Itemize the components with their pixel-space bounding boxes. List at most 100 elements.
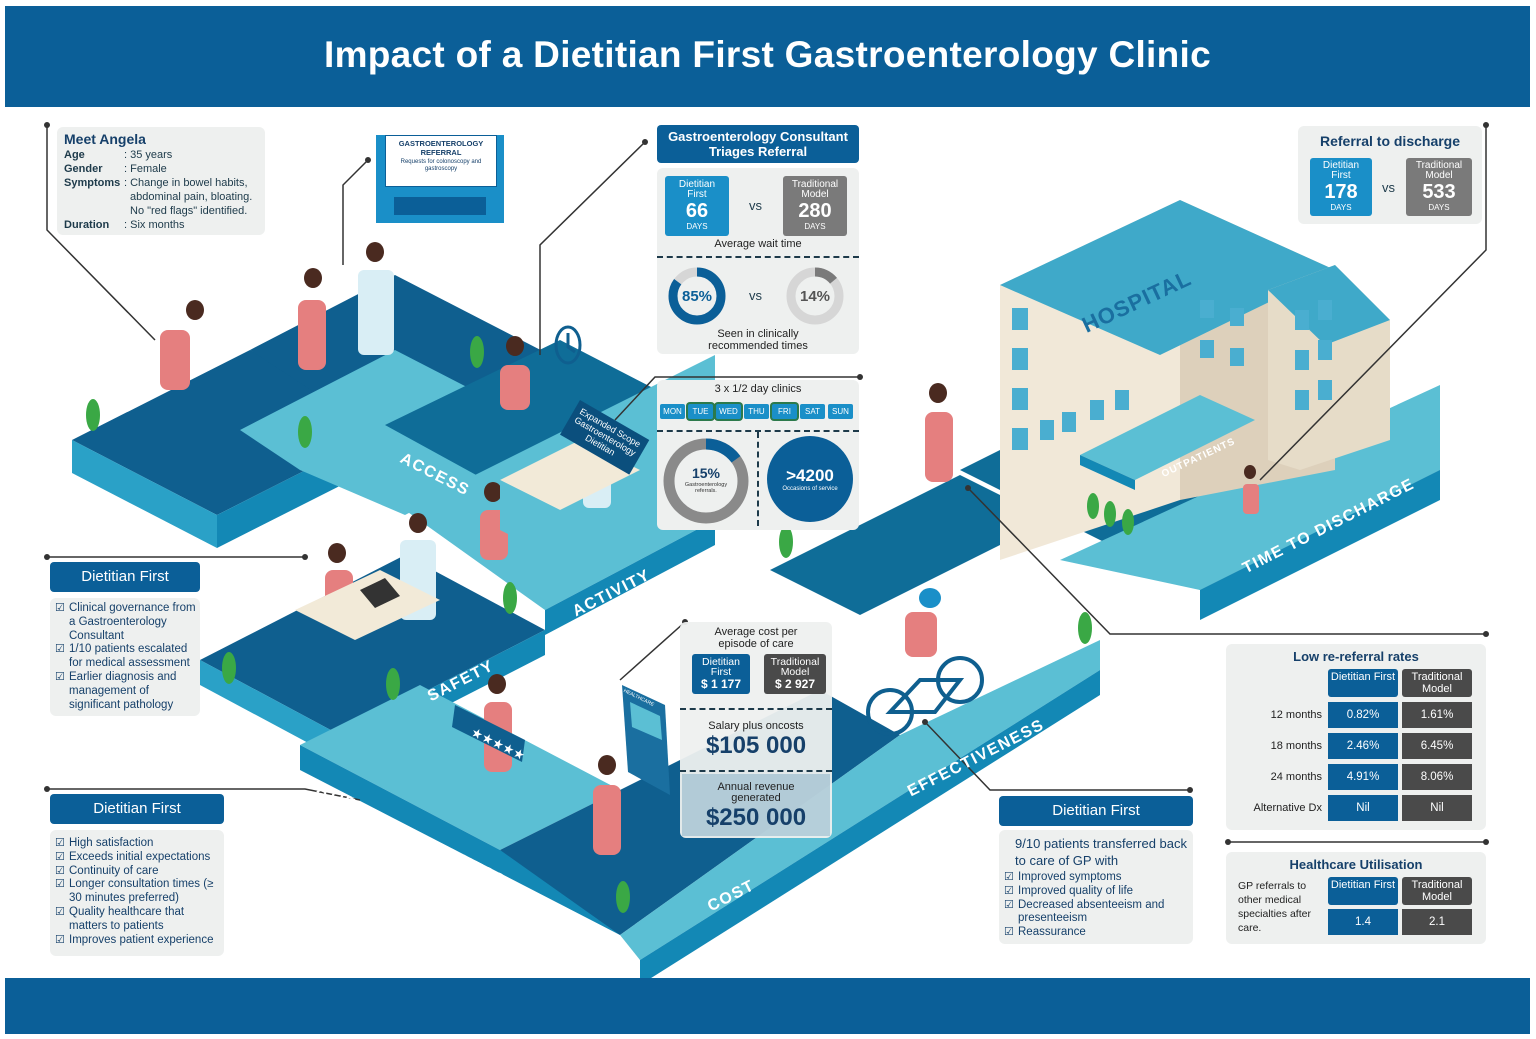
road-segment-effectiveness (620, 640, 1100, 960)
safety-card: Clinical governance from a Gastroenterol… (50, 598, 200, 716)
checklist-item: Longer consultation times (≥ 30 minutes … (55, 878, 223, 906)
utilisation-heading: Healthcare Utilisation (1289, 857, 1423, 872)
angela-row: Symptoms: Change in bowel habits, (64, 177, 264, 191)
rereferral-col-df: Dietitian First (1328, 669, 1398, 697)
occasions-circle: >4200 Occasions of service (767, 436, 853, 522)
wait-label: Average wait time (714, 238, 802, 250)
referrals-pct: 15% (691, 465, 721, 481)
angela-row: Gender : Female (64, 163, 264, 177)
clock-icon (554, 325, 582, 365)
hospital-canopy (1080, 395, 1255, 480)
page-title: Impact of a Dietitian First Gastroentero… (323, 34, 1211, 75)
day-fri: FRI (772, 404, 797, 419)
footer-banner (5, 978, 1530, 1034)
referral-title: GASTROENTEROLOGY REFERRAL (398, 139, 484, 157)
checklist-item: Continuity of care (55, 865, 223, 879)
referrals-donut (663, 438, 749, 524)
angela-row: Duration : Six months (64, 219, 264, 233)
cost-card: Average cost per episode of care Dietiti… (680, 622, 832, 838)
seen-tm-pct: 14% (799, 288, 831, 305)
rereferral-col-tm: Traditional Model (1402, 669, 1472, 697)
checklist-item: Reassurance (1004, 926, 1192, 940)
revenue-value: $250 000 (705, 804, 807, 831)
utilisation-col-df: Dietitian First (1328, 877, 1398, 905)
checklist-item: Improved symptoms (1004, 871, 1192, 885)
angela-row: Age: 35 years (64, 149, 264, 163)
triage-card: Dietitian First 66 DAYS vs Traditional M… (657, 168, 859, 354)
salary-label: Salary plus oncosts (708, 720, 804, 732)
effect-lead: 9/10 patients transferred back to care o… (1015, 836, 1187, 868)
occasions-value: >4200 (786, 466, 834, 485)
occasions-label: Occasions of service (782, 486, 838, 492)
day-sat: SAT (800, 404, 825, 419)
clinics-heading: 3 x 1/2 day clinics (714, 383, 802, 395)
seen-label: Seen in clinically recommended times (708, 328, 808, 352)
checklist-item: 1/10 patients escalated for medical asse… (55, 643, 200, 671)
triage-heading-box: Gastroenterology Consultant Triages Refe… (657, 125, 859, 163)
wait-df-box: Dietitian First 66 DAYS (665, 176, 729, 236)
referral-envelope: GASTROENTEROLOGY REFERRAL Requests for c… (376, 135, 504, 223)
angela-row: abdominal pain, bloating. (64, 191, 264, 205)
checklist-item: Earlier diagnosis and management of sign… (55, 671, 200, 712)
vs-label: vs (749, 198, 762, 213)
star-rating-sign (452, 705, 525, 762)
day-thu: THU (744, 404, 769, 419)
checklist-item: Exceeds initial expectations (55, 851, 223, 865)
rereferral-row-label: Alternative Dx (1253, 802, 1322, 814)
discharge-heading: Referral to discharge (1319, 133, 1461, 149)
header-banner: Impact of a Dietitian First Gastroentero… (5, 6, 1530, 107)
day-sun: SUN (828, 404, 853, 419)
rereferral-df-value: 2.46% (1328, 733, 1398, 759)
rereferral-card: Low re-referral rates Dietitian First Tr… (1226, 644, 1486, 830)
angela-row-value: : Female (124, 163, 167, 175)
rereferral-tm-value: 6.45% (1402, 733, 1472, 759)
rereferral-tm-value: 8.06% (1402, 764, 1472, 790)
seen-df-donut (668, 267, 726, 325)
cost-tm-box: Traditional Model $ 2 927 (764, 654, 826, 694)
day-wed: WED (716, 404, 741, 419)
patient-card: High satisfactionExceeds initial expecta… (50, 830, 224, 956)
rereferral-heading: Low re-referral rates (1293, 649, 1419, 664)
angela-row: No "red flags" identified. (64, 205, 264, 219)
triage-heading: Gastroenterology Consultant Triages Refe… (668, 129, 848, 159)
utilisation-label: GP referrals to other medical specialtie… (1238, 880, 1311, 934)
checklist-item: High satisfaction (55, 837, 223, 851)
calculator-icon (622, 685, 670, 795)
road-segment-activity (385, 340, 715, 510)
utilisation-col-tm: Traditional Model (1402, 877, 1472, 905)
angela-row-key: Gender (64, 163, 103, 175)
angela-row-value: No "red flags" identified. (130, 205, 248, 217)
utilisation-card: Healthcare Utilisation GP referrals to o… (1226, 852, 1486, 944)
leader-lines (46, 125, 1487, 843)
patient-heading: Dietitian First (50, 794, 224, 824)
angela-row-value: : Six months (124, 219, 185, 231)
day-tue: TUE (688, 404, 713, 419)
discharge-tm-box: Traditional Model 533 DAYS (1406, 158, 1472, 216)
angela-row-key: Duration (64, 219, 110, 231)
revenue-label: Annual revenue generated (717, 781, 795, 804)
road-segment-patient (300, 685, 620, 850)
effect-card: 9/10 patients transferred back to care o… (999, 830, 1193, 944)
rereferral-df-value: 4.91% (1328, 764, 1398, 790)
rereferral-tm-value: Nil (1402, 795, 1472, 821)
checklist-item: Quality healthcare that matters to patie… (55, 906, 223, 934)
rereferral-row-label: 12 months (1270, 709, 1322, 721)
checklist-item: Decreased absenteeism and presenteeism (1004, 899, 1192, 927)
seen-df-pct: 85% (681, 288, 713, 305)
xray-sheet (360, 578, 400, 608)
referral-subtitle: Requests for colonoscopy and gastroscopy (400, 159, 482, 172)
angela-row-key: Age (64, 149, 85, 161)
discharge-df-box: Dietitian First 178 DAYS (1310, 158, 1372, 216)
angela-row-key: Symptoms (64, 177, 121, 189)
effect-heading: Dietitian First (999, 796, 1193, 826)
road-segment-safety (200, 555, 545, 735)
checklist-item: Improved quality of life (1004, 885, 1192, 899)
rereferral-df-value: 0.82% (1328, 702, 1398, 728)
table (295, 570, 440, 640)
discharge-card: Referral to discharge Dietitian First 17… (1298, 126, 1482, 224)
angela-row-value: : Change in bowel habits, (124, 177, 248, 189)
